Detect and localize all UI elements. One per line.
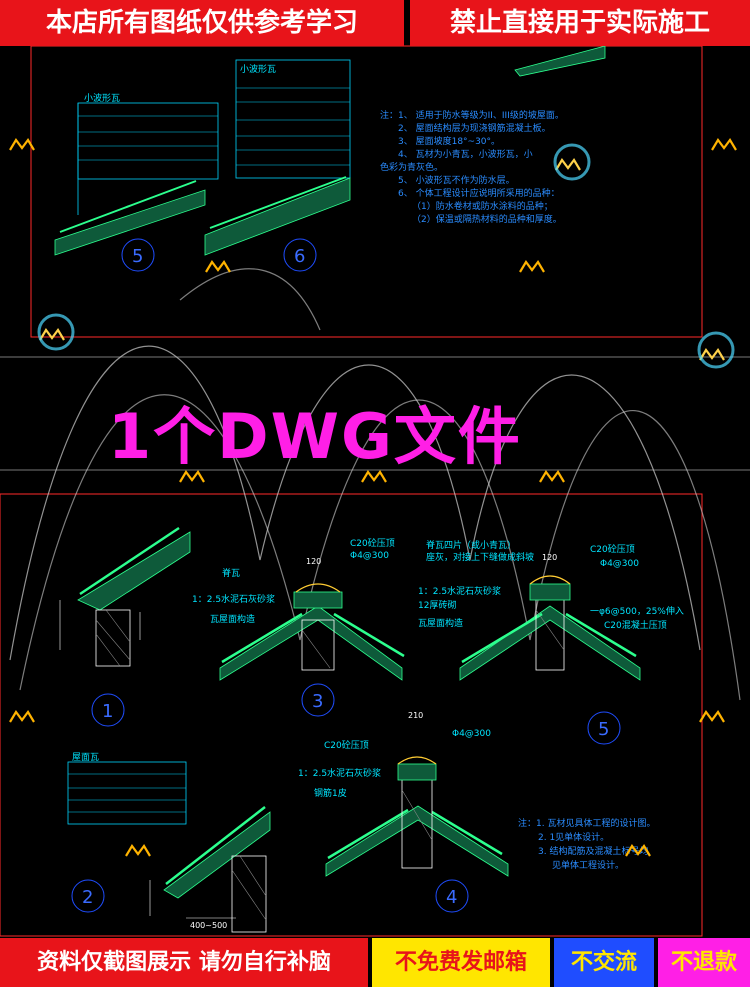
banner-left-text: 本店所有图纸仅供参考学习 — [0, 0, 404, 46]
upper-note-1: 注：1、 适用于防水等级为II、III级的坡屋面。 — [380, 109, 564, 121]
d5-label-d: 12厚砖砌 — [418, 599, 456, 611]
upper-notes: 注：1、 适用于防水等级为II、III级的坡屋面。 2、 屋面结构层为现浇钢筋混… — [380, 109, 564, 225]
d5-label-top: C20砼压顶 — [590, 543, 635, 555]
detail-5-lower-number: 5 — [598, 719, 609, 740]
watermark-curve — [9, 345, 701, 661]
d4-label-b: 1：2.5水泥石灰砂浆 — [298, 767, 381, 779]
upper-note-5: 色彩为青灰色。 — [380, 161, 443, 173]
upper-note-7: 6、 个体工程设计应说明所采用的品种： — [398, 187, 560, 199]
lower-drawing-frame — [0, 493, 703, 937]
watermark-curve — [179, 268, 321, 331]
d4-label-mesh: Φ4@300 — [452, 729, 491, 739]
d3-label-mesh: Φ4@300 — [350, 551, 389, 561]
logo-glow-rings — [37, 143, 735, 369]
detail-4-number: 4 — [446, 887, 457, 908]
d3-label-mortar: 1：2.5水泥石灰砂浆 — [192, 593, 275, 605]
upper-note-2: 2、 屋面结构层为现浇钢筋混凝土板。 — [398, 122, 551, 134]
d4-dim: 210 — [408, 711, 423, 720]
logo-watermarks — [9, 138, 737, 857]
d5-label-mesh: Φ4@300 — [600, 559, 639, 569]
detail-1-number: 1 — [102, 701, 113, 722]
upper-note-8: （1）防水卷材或防水涂料的品种； — [412, 200, 553, 212]
d4-label-c: 钢筋1皮 — [314, 787, 347, 799]
detail-6-title: 小波形瓦 — [240, 63, 276, 75]
d3-dim: 120 — [306, 557, 321, 566]
detail-2-title: 屋面瓦 — [72, 752, 99, 763]
d5-label-a: 脊瓦四片（或小青瓦） — [426, 539, 516, 551]
headline: 1个DWG文件 — [108, 400, 522, 473]
detail-3-number: 3 — [312, 691, 323, 712]
detail-2-lower: 屋面瓦 400~500 2 — [67, 752, 271, 933]
d2-dim: 400~500 — [190, 921, 227, 930]
upper-note-4: 4、 瓦材为小青瓦，小波形瓦，小 — [398, 148, 533, 160]
banner-right-text: 禁止直接用于实际施工 — [410, 0, 750, 46]
detail-5-number: 5 — [132, 246, 143, 267]
lower-note-2: 2. 1见单体设计。 — [538, 831, 609, 843]
detail-2-number: 2 — [82, 887, 93, 908]
upper-note-9: （2）保温或隔热材料的品种和厚度。 — [412, 213, 562, 225]
d5-label-e: 瓦屋面构造 — [418, 617, 463, 629]
lower-note-4: 见单体工程设计。 — [552, 859, 624, 871]
detail-6-number: 6 — [294, 246, 305, 267]
detail-5-title: 小波形瓦 — [84, 92, 120, 104]
d5-label-f: 一φ6@500，25%伸入 — [590, 605, 684, 617]
upper-drawing-frame — [30, 45, 703, 338]
bottom-banner: 资料仅截图展示 请勿自行补脑 不免费发邮箱 不交流 不退款 — [0, 938, 750, 987]
footer-text-c: 不交流 — [554, 938, 654, 987]
lower-notes: 注：1. 瓦材见具体工程的设计图。 2. 1见单体设计。 3. 结构配筋及混凝土… — [518, 817, 655, 871]
lower-note-1: 注：1. 瓦材见具体工程的设计图。 — [518, 817, 655, 829]
footer-text-b: 不免费发邮箱 — [372, 938, 550, 987]
detail-5-upper: 小波形瓦 5 — [54, 92, 219, 272]
lower-note-3: 3. 结构配筋及混凝土标号均 — [538, 845, 648, 857]
d5-label-b: 座灰，对接上下缝做成斜坡 — [426, 551, 534, 563]
partial-roof-hatch — [514, 45, 606, 77]
upper-note-3: 3、 屋面坡度18°~30°。 — [398, 135, 500, 147]
detail-1-lower: 1 — [59, 526, 191, 727]
d3-label-ridge: 脊瓦 — [222, 567, 240, 579]
d3-label-tiles: 瓦屋面构造 — [210, 613, 255, 625]
d5-dim: 120 — [542, 553, 557, 562]
top-banner: 本店所有图纸仅供参考学习 禁止直接用于实际施工 — [0, 0, 750, 46]
watermark-curve — [19, 394, 741, 701]
detail-6-upper: 小波形瓦 6 — [204, 59, 351, 272]
d3-label-top: C20砼压顶 — [350, 537, 395, 549]
d5-label-c: 1：2.5水泥石灰砂浆 — [418, 585, 501, 597]
d5-label-g: C20混凝土压顶 — [604, 619, 667, 631]
detail-4-lower: 210 C20砼压顶 Φ4@300 1：2.5水泥石灰砂浆 钢筋1皮 4 — [298, 711, 509, 913]
footer-text-a: 资料仅截图展示 请勿自行补脑 — [0, 938, 368, 987]
footer-text-d: 不退款 — [658, 938, 750, 987]
detail-3-lower: C20砼压顶 Φ4@300 120 脊瓦 1：2.5水泥石灰砂浆 瓦屋面构造 3 — [192, 537, 405, 717]
detail-5-lower: 脊瓦四片（或小青瓦） 座灰，对接上下缝做成斜坡 C20砼压顶 Φ4@300 12… — [418, 539, 684, 745]
upper-note-6: 5、 小波形瓦不作为防水层。 — [398, 174, 515, 186]
d4-label-top: C20砼压顶 — [324, 739, 369, 751]
